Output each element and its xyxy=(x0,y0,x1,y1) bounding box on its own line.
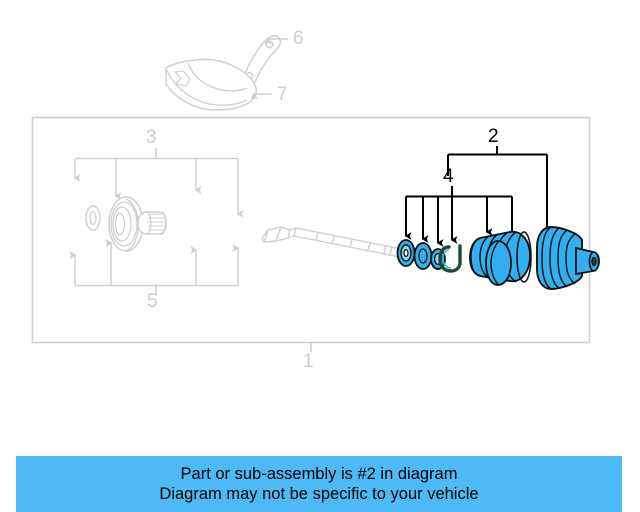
bracket-5 xyxy=(69,239,240,296)
part-outer-cv-joint xyxy=(536,226,600,290)
part-notice-banner: Part or sub-assembly is #2 in diagram Di… xyxy=(16,456,622,512)
callout-label-5: 5 xyxy=(147,291,158,312)
callout-label-1: 1 xyxy=(303,351,314,372)
bracket-3 xyxy=(73,148,244,218)
callout-label-2: 2 xyxy=(488,126,499,147)
part-axle-shaft xyxy=(261,226,406,258)
callout-label-7: 7 xyxy=(277,84,288,105)
banner-line-primary: Part or sub-assembly is #2 in diagram xyxy=(180,465,458,483)
callout-label-6: 6 xyxy=(293,28,304,49)
part-boot-cap xyxy=(485,240,512,286)
banner-line-secondary: Diagram may not be specific to your vehi… xyxy=(159,485,479,503)
part-snap-ring xyxy=(396,239,416,267)
part-washer xyxy=(413,242,433,270)
part-boot-clamp xyxy=(438,244,462,273)
part-wheel-bearing xyxy=(108,196,144,252)
part-heat-shield-7 xyxy=(165,58,272,111)
callout-label-4: 4 xyxy=(443,166,454,187)
bracket-4 xyxy=(404,186,518,254)
callout-label-3: 3 xyxy=(146,127,157,148)
part-mounting-bracket-6 xyxy=(243,35,288,85)
part-seal-ring xyxy=(85,205,101,231)
part-splined-collar xyxy=(137,211,167,235)
assembly-frame-1 xyxy=(31,116,591,352)
